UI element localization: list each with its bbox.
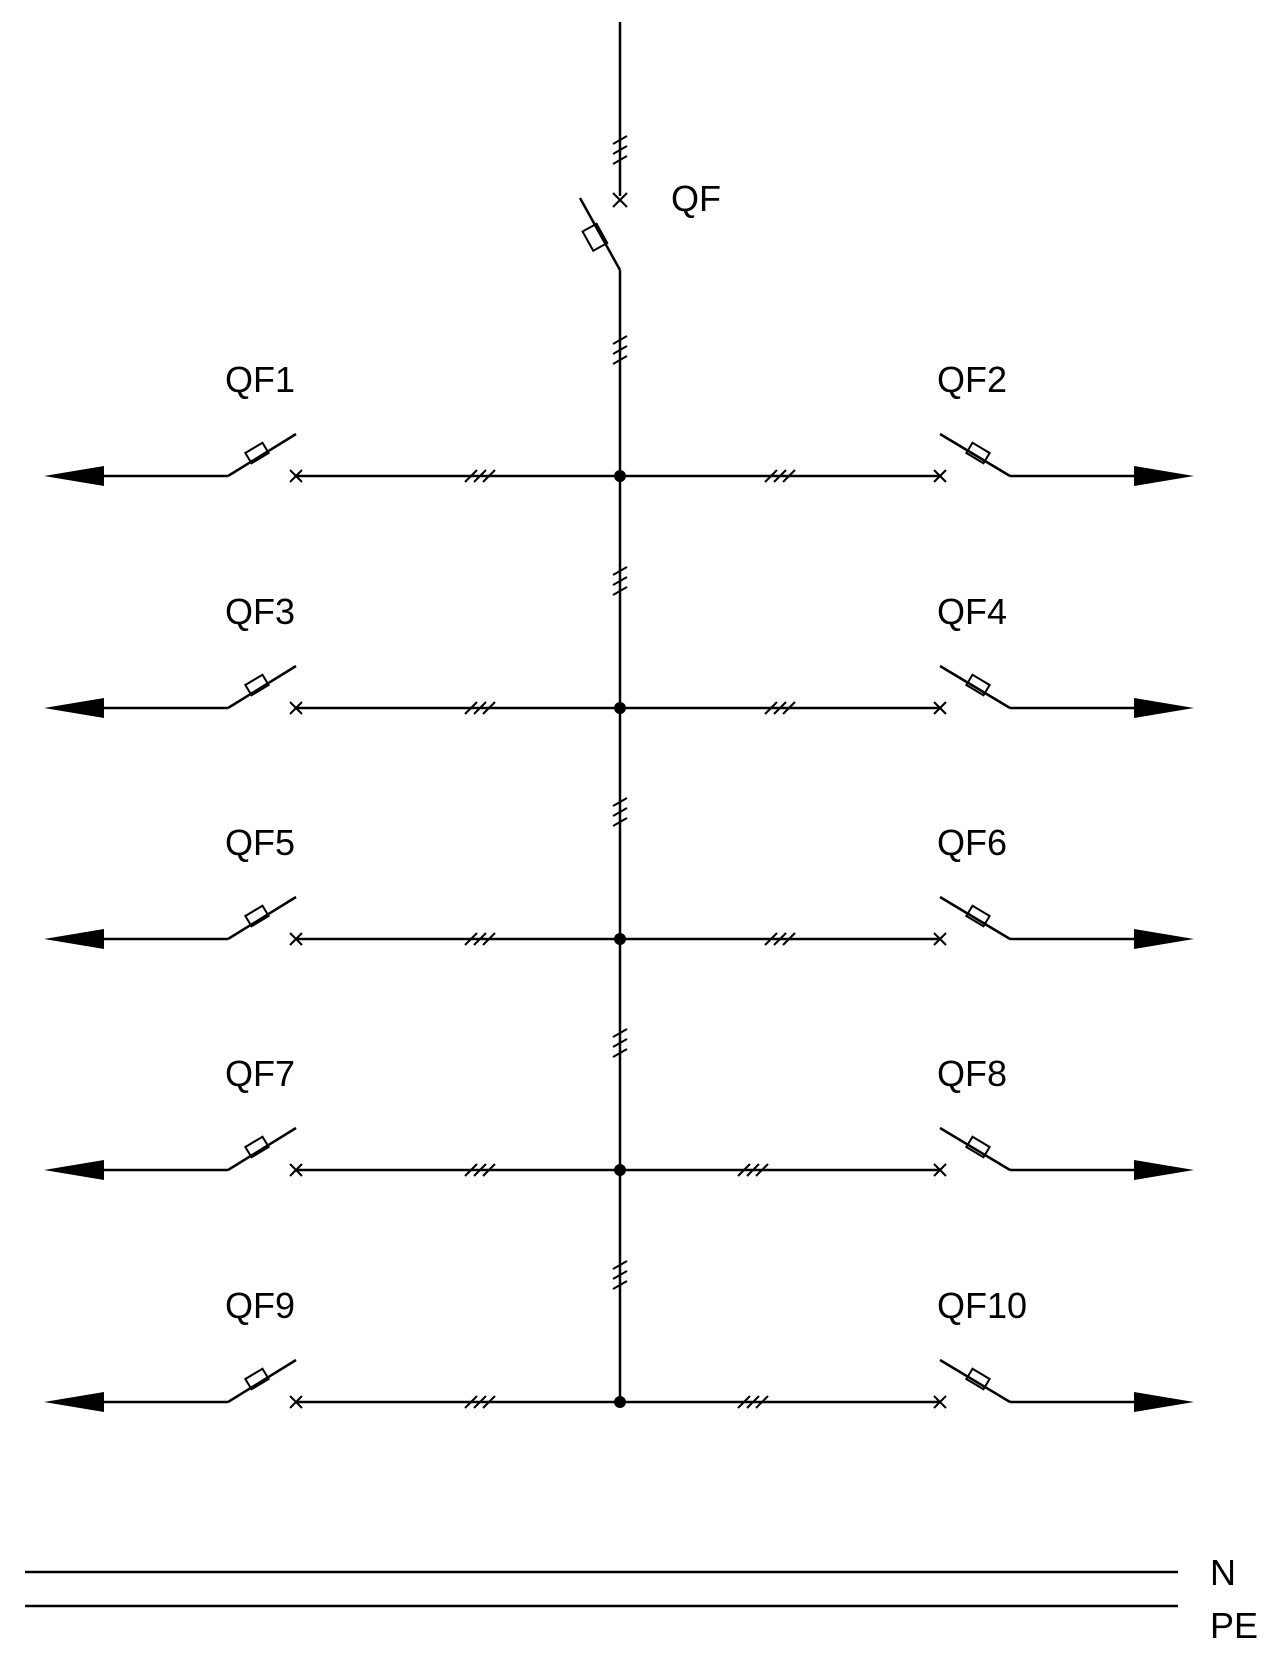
right-feeder xyxy=(620,664,1194,718)
cable-three-phase-marker xyxy=(464,1395,496,1409)
left-breaker-trip-box xyxy=(243,904,271,928)
feeder-row xyxy=(44,566,1194,718)
left-breaker-label: QF5 xyxy=(225,822,295,863)
cable-three-phase-marker xyxy=(464,1163,496,1177)
cable-three-phase-marker xyxy=(764,932,796,946)
left-breaker-trip-box xyxy=(243,673,271,697)
left-feeder xyxy=(44,432,620,486)
bus-three-phase-marker xyxy=(612,1260,628,1290)
left-breaker-blade xyxy=(227,432,297,478)
left-arrow-icon xyxy=(44,1392,104,1412)
right-breaker-blade xyxy=(939,895,1011,941)
cable-three-phase-marker xyxy=(464,701,496,715)
neutral-bus-label: N xyxy=(1210,1552,1236,1593)
cable-three-phase-marker xyxy=(764,701,796,715)
bus-three-phase-marker xyxy=(612,1028,628,1058)
left-breaker-blade xyxy=(227,895,297,941)
feeder-row xyxy=(44,1028,1194,1180)
left-arrow-icon xyxy=(44,929,104,949)
right-breaker-label: QF2 xyxy=(937,359,1007,400)
left-breaker-contact-mark xyxy=(289,701,303,715)
left-breaker-label: QF1 xyxy=(225,359,295,400)
neutral-and-earth-buses: N PE xyxy=(25,1552,1258,1646)
left-arrow-icon xyxy=(44,1160,104,1180)
left-breaker-trip-box xyxy=(243,1135,271,1159)
pe-bus-label: PE xyxy=(1210,1605,1258,1646)
cable-three-phase-marker xyxy=(464,932,496,946)
feeder-row xyxy=(44,797,1194,949)
right-breaker-label: QF10 xyxy=(937,1285,1027,1326)
right-arrow-icon xyxy=(1134,929,1194,949)
left-feeder xyxy=(44,895,620,949)
right-arrow-icon xyxy=(1134,698,1194,718)
right-feeder xyxy=(620,432,1194,486)
feeder-row xyxy=(44,335,1194,486)
right-breaker-label: QF4 xyxy=(937,591,1007,632)
main-breaker-blade xyxy=(578,197,622,271)
right-breaker-label: QF8 xyxy=(937,1053,1007,1094)
right-breaker-trip-box xyxy=(964,441,992,465)
cable-three-phase-marker xyxy=(737,1395,769,1409)
main-breaker-label: QF xyxy=(671,178,721,219)
bus-three-phase-marker xyxy=(612,335,628,365)
right-breaker-trip-box xyxy=(964,1367,992,1391)
right-breaker-blade xyxy=(939,432,1011,478)
left-breaker-label: QF9 xyxy=(225,1285,295,1326)
left-breaker-label: QF3 xyxy=(225,591,295,632)
left-breaker-contact-mark xyxy=(289,932,303,946)
left-breaker-blade xyxy=(227,664,297,710)
main-breaker-trip-box xyxy=(581,222,609,253)
right-feeder xyxy=(620,1358,1194,1412)
left-breaker-trip-box xyxy=(243,441,271,465)
cable-three-phase-marker xyxy=(737,1163,769,1177)
right-breaker-contact-mark xyxy=(933,1163,947,1177)
left-breaker-blade xyxy=(227,1358,297,1404)
right-breaker-contact-mark xyxy=(933,701,947,715)
right-breaker-blade xyxy=(939,1126,1011,1172)
left-breaker-blade xyxy=(227,1126,297,1172)
left-feeder xyxy=(44,1358,620,1412)
main-breaker-contact-mark xyxy=(612,192,628,208)
left-breaker-contact-mark xyxy=(289,469,303,483)
right-breaker-label: QF6 xyxy=(937,822,1007,863)
main-feeder xyxy=(578,22,628,1404)
cable-three-phase-marker xyxy=(764,469,796,483)
right-breaker-trip-box xyxy=(964,1135,992,1159)
right-breaker-blade xyxy=(939,664,1011,710)
right-breaker-contact-mark xyxy=(933,932,947,946)
left-breaker-label: QF7 xyxy=(225,1053,295,1094)
left-feeder xyxy=(44,664,620,718)
right-breaker-trip-box xyxy=(964,673,992,697)
right-arrow-icon xyxy=(1134,1160,1194,1180)
right-arrow-icon xyxy=(1134,466,1194,486)
left-breaker-contact-mark xyxy=(289,1395,303,1409)
right-feeder xyxy=(620,1126,1194,1180)
right-breaker-contact-mark xyxy=(933,469,947,483)
left-breaker-trip-box xyxy=(243,1367,271,1391)
bus-three-phase-marker xyxy=(612,566,628,596)
feeder-row xyxy=(44,1260,1194,1412)
three-phase-marker xyxy=(612,135,628,165)
right-breaker-blade xyxy=(939,1358,1011,1404)
left-arrow-icon xyxy=(44,698,104,718)
cable-three-phase-marker xyxy=(464,469,496,483)
left-feeder xyxy=(44,1126,620,1180)
bus-three-phase-marker xyxy=(612,797,628,827)
right-feeder xyxy=(620,895,1194,949)
right-arrow-icon xyxy=(1134,1392,1194,1412)
left-arrow-icon xyxy=(44,466,104,486)
right-breaker-contact-mark xyxy=(933,1395,947,1409)
right-breaker-trip-box xyxy=(964,904,992,928)
left-breaker-contact-mark xyxy=(289,1163,303,1177)
outgoing-feeders xyxy=(44,335,1194,1412)
